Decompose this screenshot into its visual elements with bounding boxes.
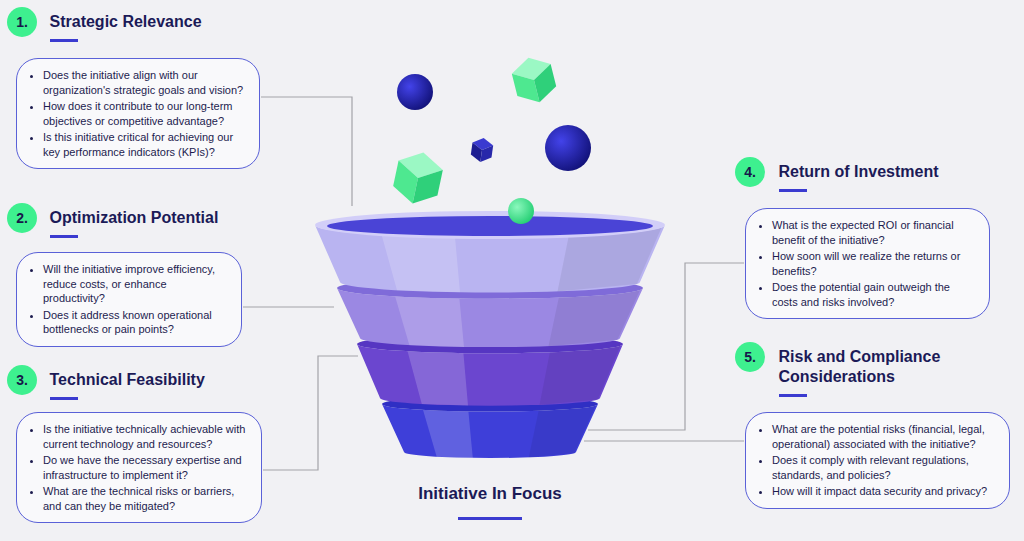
funnel-facet	[395, 296, 464, 347]
criterion-heading: Strategic Relevance	[50, 12, 202, 42]
funnel-opening	[327, 216, 653, 236]
question-list: Does the initiative align with our organ…	[23, 68, 247, 159]
heading-text: Technical Feasibility	[50, 370, 205, 390]
funnel-band	[382, 404, 598, 458]
question-text: What are the potential risks (financial,…	[772, 422, 997, 451]
callout-number: 5.	[735, 342, 765, 372]
heading-text: Risk and Compliance Considerations	[779, 347, 979, 387]
question-list: What are the potential risks (financial,…	[752, 422, 997, 499]
callout-number: 3.	[7, 365, 37, 395]
leader-line	[584, 440, 744, 441]
leader-line	[263, 356, 358, 470]
question-text: Does it address known operational bottle…	[43, 308, 229, 337]
criterion-box: Risk and Compliance ConsiderationsWhat a…	[745, 412, 1010, 509]
question-list: Will the initiative improve efficiency, …	[23, 262, 229, 337]
callout-number: 4.	[735, 157, 765, 187]
question-text: How does it contribute to our long-term …	[43, 99, 247, 128]
question-text: Will the initiative improve efficiency, …	[43, 262, 229, 306]
question-text: How will it impact data security and pri…	[772, 484, 997, 499]
funnel-facet	[382, 235, 461, 293]
callout-number: 1.	[7, 7, 37, 37]
sphere	[397, 74, 433, 110]
criterion-heading: Risk and Compliance Considerations	[779, 347, 979, 397]
title-underline	[458, 517, 522, 520]
question-text: Does it comply with relevant regulations…	[772, 453, 997, 482]
heading-underline	[50, 39, 78, 42]
leader-line	[261, 97, 352, 206]
cube	[390, 148, 445, 208]
question-text: Is this initiative critical for achievin…	[43, 130, 247, 159]
sphere	[545, 125, 591, 171]
leader-line	[243, 306, 334, 307]
cube-face	[480, 144, 493, 163]
criterion-box: Return of InvestmentWhat is the expected…	[745, 208, 990, 319]
criterion-box: Technical FeasibilityIs the initiative t…	[16, 412, 262, 523]
heading-underline	[779, 189, 807, 192]
funnel-rim	[315, 211, 665, 239]
funnel-facet	[408, 351, 468, 405]
funnel-facet	[549, 290, 640, 346]
criterion-heading: Technical Feasibility	[50, 370, 205, 400]
question-text: How soon will we realize the returns or …	[772, 249, 977, 278]
funnel-facet	[540, 346, 621, 405]
leader-lines	[243, 97, 744, 470]
criterion-box: Strategic RelevanceDoes the initiative a…	[16, 58, 260, 169]
criterion-box: Optimization PotentialWill the initiativ…	[16, 252, 242, 347]
heading-underline	[50, 397, 78, 400]
question-text: Do we have the necessary expertise and i…	[43, 453, 249, 482]
question-text: What are the technical risks or barriers…	[43, 484, 249, 513]
cube-face	[512, 69, 540, 107]
sphere	[508, 198, 534, 224]
question-list: What is the expected ROI or financial be…	[752, 218, 977, 309]
cube-face	[413, 165, 443, 208]
cube-face	[531, 64, 559, 102]
heading-text: Optimization Potential	[50, 208, 219, 228]
question-text: Is the initiative technically achievable…	[43, 422, 249, 451]
funnel	[315, 211, 665, 458]
heading-text: Strategic Relevance	[50, 12, 202, 32]
question-text: What is the expected ROI or financial be…	[772, 218, 977, 247]
question-list: Is the initiative technically achievable…	[23, 422, 249, 513]
funnel-facet	[423, 410, 473, 458]
criterion-heading: Optimization Potential	[50, 208, 219, 238]
question-text: Does the initiative align with our organ…	[43, 68, 247, 97]
heading-underline	[779, 394, 807, 397]
diagram-title: Initiative In Focus	[330, 484, 650, 504]
criterion-heading: Return of Investment	[779, 162, 939, 192]
funnel-facet	[529, 406, 596, 458]
cube	[470, 137, 494, 164]
cube	[509, 53, 559, 107]
callout-number: 2.	[7, 203, 37, 233]
heading-text: Return of Investment	[779, 162, 939, 182]
floating-shapes	[390, 53, 591, 224]
question-text: Does the potential gain outweigh the cos…	[772, 280, 977, 309]
heading-underline	[50, 235, 78, 238]
